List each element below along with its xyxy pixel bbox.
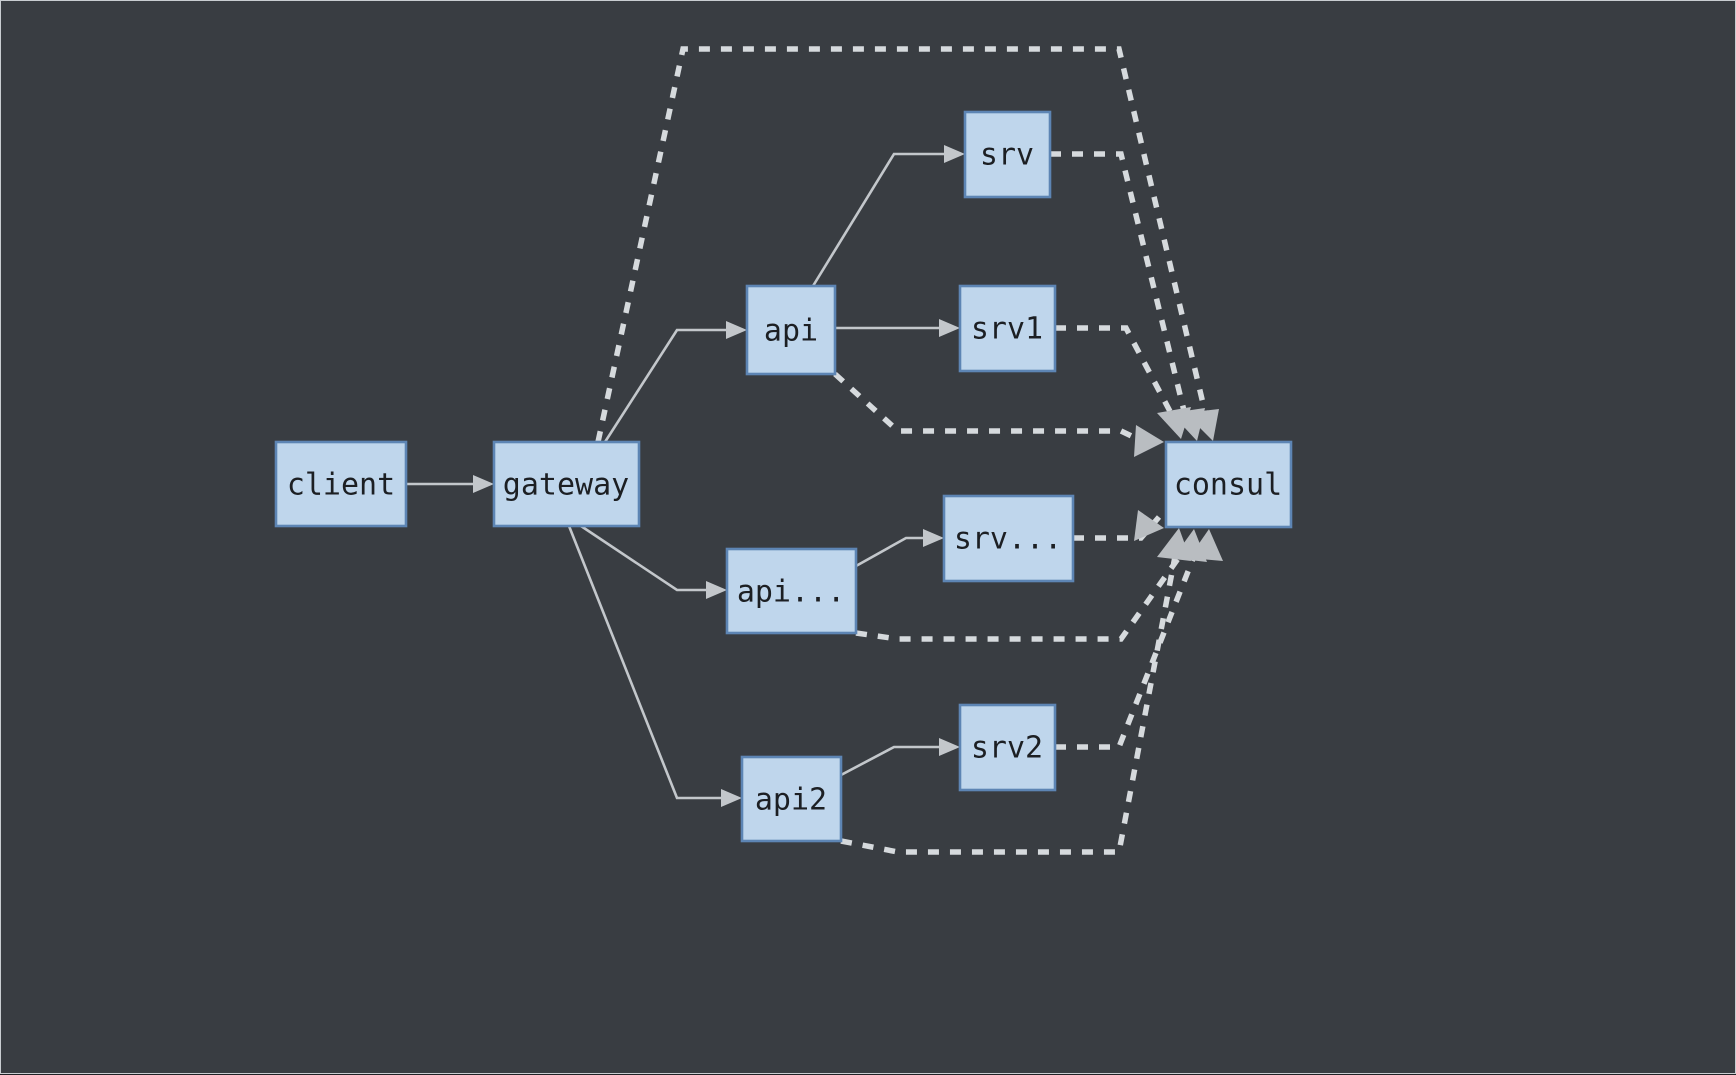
node-srv1[interactable]: srv1 [958,284,1057,373]
node-srv-label: srv [980,138,1034,173]
node-srv1-rect[interactable] [958,284,1057,373]
node-gateway[interactable]: gateway [492,440,641,528]
edge-api2-consul [840,545,1180,855]
node-srv2[interactable]: srv2 [958,703,1057,792]
arrowhead-srvdots-consul [1134,510,1164,541]
node-layer: client gateway api api... api2 srv [274,110,1293,843]
node-api2-rect[interactable] [740,755,843,843]
node-api-ellipsis-rect[interactable] [725,547,858,635]
arrowhead-srv2-consul [1189,529,1223,561]
edge-gateway-api [603,328,737,443]
node-consul-label: consul [1174,468,1282,503]
node-srv-ellipsis-label: srv... [954,522,1062,557]
edge-api-srv [811,152,955,287]
arrowhead-api-consul [1134,425,1164,457]
arrowhead-gateway-apidots [706,581,727,599]
node-api-ellipsis-label: api... [737,575,845,610]
arrowhead-gateway-api [726,321,747,339]
node-srv[interactable]: srv [963,110,1052,199]
node-client[interactable]: client [274,440,408,528]
node-client-label: client [287,468,395,503]
edge-gateway-api2 [567,525,732,800]
dotted-arrowhead-layer [1134,407,1223,562]
node-srv2-rect[interactable] [958,703,1057,792]
arrowhead-api2-srv2 [939,738,960,756]
edge-srv2-consul [1055,544,1201,750]
node-srv2-label: srv2 [971,731,1043,766]
node-client-rect[interactable] [274,440,408,528]
arrowhead-client-gateway [473,475,494,493]
node-api-label: api [764,314,818,349]
solid-arrowhead-layer [473,145,965,807]
node-gateway-label: gateway [503,468,629,503]
edge-srv-consul [1050,151,1189,420]
arrowhead-apidots-srvdots [923,529,944,547]
node-srv-rect[interactable] [963,110,1052,199]
node-api-ellipsis[interactable]: api... [725,547,858,635]
arrowhead-srv1-consul [1157,407,1191,439]
edge-gateway-apidots [580,524,717,592]
node-srv-ellipsis[interactable]: srv... [942,494,1075,583]
edge-apidots-srvdots [855,536,934,568]
node-srv1-label: srv1 [971,312,1043,347]
arrowhead-api-srv1 [939,319,960,337]
edge-api2-srv2 [840,745,950,777]
node-consul-rect[interactable] [1164,440,1293,529]
node-api2[interactable]: api2 [740,755,843,843]
solid-edge-layer [406,152,955,800]
edge-srvdots-consul [1073,515,1162,541]
node-gateway-rect[interactable] [492,440,641,528]
edge-api-consul [833,371,1150,447]
node-consul[interactable]: consul [1164,440,1293,529]
edge-srv1-consul [1055,325,1176,419]
edge-gateway-consul [595,46,1209,443]
node-api-rect[interactable] [745,284,837,376]
node-api2-label: api2 [755,783,827,818]
arrowhead-gateway-api2 [721,789,742,807]
node-srv-ellipsis-rect[interactable] [942,494,1075,583]
node-api[interactable]: api [745,284,837,376]
arrowhead-api-srv [944,145,965,163]
dotted-edge-layer [595,46,1209,855]
